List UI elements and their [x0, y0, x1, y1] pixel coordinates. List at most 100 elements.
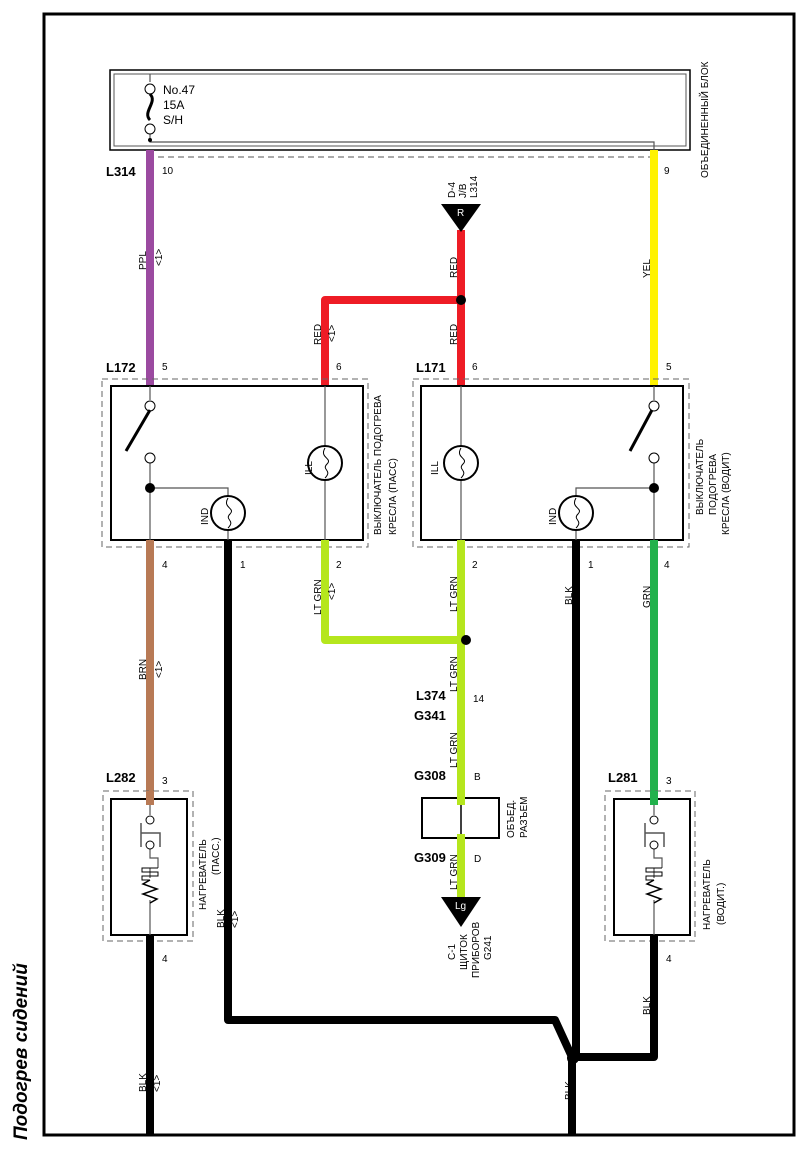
thermal-element-icon [645, 867, 663, 881]
heater-pass-label: (ПАСС.) [211, 837, 222, 875]
splice-point [567, 1052, 579, 1064]
illumination-lamp-icon [307, 445, 343, 481]
joint-connector-label: РАЗЪЕМ [519, 796, 530, 838]
wire-label-blk: BLK [138, 1073, 149, 1092]
connector-g341: G341 [414, 708, 446, 723]
resistor-icon [644, 879, 664, 904]
wire-label-lt-grn: LT GRN [313, 579, 324, 615]
connector-g308: G308 [414, 768, 446, 783]
resistor-icon [140, 879, 160, 904]
switch-drv-label: ВЫКЛЮЧАТЕЛЬ [695, 438, 706, 515]
joint-connector: ОБЪЕД. РАЗЪЕМ [421, 796, 530, 839]
pin-label: 4 [666, 954, 672, 965]
connector-l282: L282 [106, 770, 136, 785]
pin-label: 4 [162, 954, 168, 965]
wire-red [321, 230, 465, 385]
ref-lg-line1: C-1 [447, 943, 458, 960]
wire-label-red: RED [449, 324, 460, 345]
splice-point [456, 295, 466, 305]
option-mark: <1> [327, 583, 338, 600]
fuse-type: S/H [163, 113, 183, 127]
wire-label-red: RED [313, 324, 324, 345]
pin-label: 9 [664, 166, 670, 177]
pin-label: 10 [162, 166, 174, 177]
heater-passenger: НАГРЕВАТЕЛЬ (ПАСС.) [102, 790, 222, 942]
pin-label: 6 [336, 362, 342, 373]
wire-label-ppl: PPL [138, 251, 149, 270]
heater-driver: НАГРЕВАТЕЛЬ (ВОДИТ.) [604, 790, 727, 942]
fuse-rating: 15A [163, 98, 184, 112]
switch-driver: ILL IND ВЫКЛЮЧАТЕЛЬ ПОДОГРЕВА КРЕСЛА (ВО… [412, 378, 732, 548]
option-mark: <1> [230, 911, 241, 928]
pin-label: 2 [336, 560, 342, 571]
wire-label-lt-grn: LT GRN [449, 656, 460, 692]
wire-label-red: RED [449, 257, 460, 278]
page-title: Подогрев сидений [11, 963, 32, 1140]
wire-blk-ground [224, 540, 658, 1135]
ref-r-triangle-icon [441, 204, 481, 232]
pin-label: 3 [666, 776, 672, 787]
heater-pass-label: НАГРЕВАТЕЛЬ [198, 839, 209, 910]
wire-label-lt-grn: LT GRN [449, 576, 460, 612]
heater-drv-label: (ВОДИТ.) [716, 883, 727, 925]
option-mark: <1> [154, 661, 165, 678]
switch-pass-label: КРЕСЛА (ПАСС) [388, 458, 399, 535]
joint-connector-label: ОБЪЕД. [506, 800, 517, 838]
wire-label-blk: BLK [216, 909, 227, 928]
fuse-terminal-icon [144, 83, 156, 95]
ref-r-line3: L314 [469, 175, 480, 198]
junction-block-label: ОБЪЕДИНЕННЫЙ БЛОК [698, 61, 711, 178]
thermal-element-icon [141, 867, 159, 881]
wire-label-brn: BRN [138, 659, 149, 680]
pin-label: 4 [664, 560, 670, 571]
connector-l374: L374 [416, 688, 446, 703]
switch-drv-label: КРЕСЛА (ВОДИТ) [721, 452, 732, 535]
ref-lg-letter: Lg [455, 901, 466, 912]
pin-label: 3 [162, 776, 168, 787]
heater-drv-label: НАГРЕВАТЕЛЬ [702, 859, 713, 930]
switch-contact-icon [628, 409, 654, 452]
switch-pass-label: ВЫКЛЮЧАТЕЛЬ ПОДОГРЕВА [373, 395, 384, 535]
fuse-number: No.47 [163, 83, 195, 97]
option-mark: <1> [152, 1075, 163, 1092]
wire-label-grn: GRN [642, 586, 653, 608]
switch-passenger: ILL IND ВЫКЛЮЧАТЕЛЬ ПОДОГРЕВА КРЕСЛА (ПА… [101, 378, 399, 548]
ill-label: ILL [304, 461, 315, 475]
thermostat-icon [644, 823, 665, 847]
pin-label: B [474, 772, 481, 783]
indicator-lamp-icon [210, 495, 246, 531]
indicator-lamp-icon [558, 495, 594, 531]
pin-label: 2 [472, 560, 478, 571]
ref-lg-line3: ПРИБОРОВ [471, 921, 482, 978]
pin-label: D [474, 854, 481, 865]
switch-contact-icon [124, 409, 152, 452]
pin-label: 1 [588, 560, 594, 571]
illumination-lamp-icon [443, 445, 479, 481]
pin-label: 14 [473, 694, 485, 705]
connector-l172: L172 [106, 360, 136, 375]
wire-label-blk: BLK [564, 1081, 575, 1100]
wire-label-lt-grn: LT GRN [449, 732, 460, 768]
wire-label-yel: YEL [642, 259, 653, 278]
ref-lg-line4: G241 [483, 935, 494, 960]
ref-r-letter: R [457, 208, 464, 219]
connector-g309: G309 [414, 850, 446, 865]
junction-block: No.47 15A S/H ОБЪЕДИНЕННЫЙ БЛОК [109, 61, 711, 178]
thermostat-icon [140, 823, 161, 847]
wire-label-blk: BLK [642, 996, 653, 1015]
connector-l171: L171 [416, 360, 446, 375]
ref-lg-line2: ЩИТОК [459, 934, 470, 970]
ill-label: ILL [430, 461, 441, 475]
pin-label: 5 [666, 362, 672, 373]
option-mark: <1> [154, 249, 165, 266]
switch-drv-label: ПОДОГРЕВА [708, 454, 719, 515]
ind-label: IND [548, 508, 559, 525]
ref-r-line2: J/B [458, 183, 469, 198]
pin-label: 1 [240, 560, 246, 571]
fuse-icon [146, 92, 154, 122]
ref-lg-triangle-icon [441, 897, 481, 927]
pin-label: 5 [162, 362, 168, 373]
connector-l314: L314 [106, 164, 136, 179]
ref-r-line1: D-4 [447, 181, 458, 198]
